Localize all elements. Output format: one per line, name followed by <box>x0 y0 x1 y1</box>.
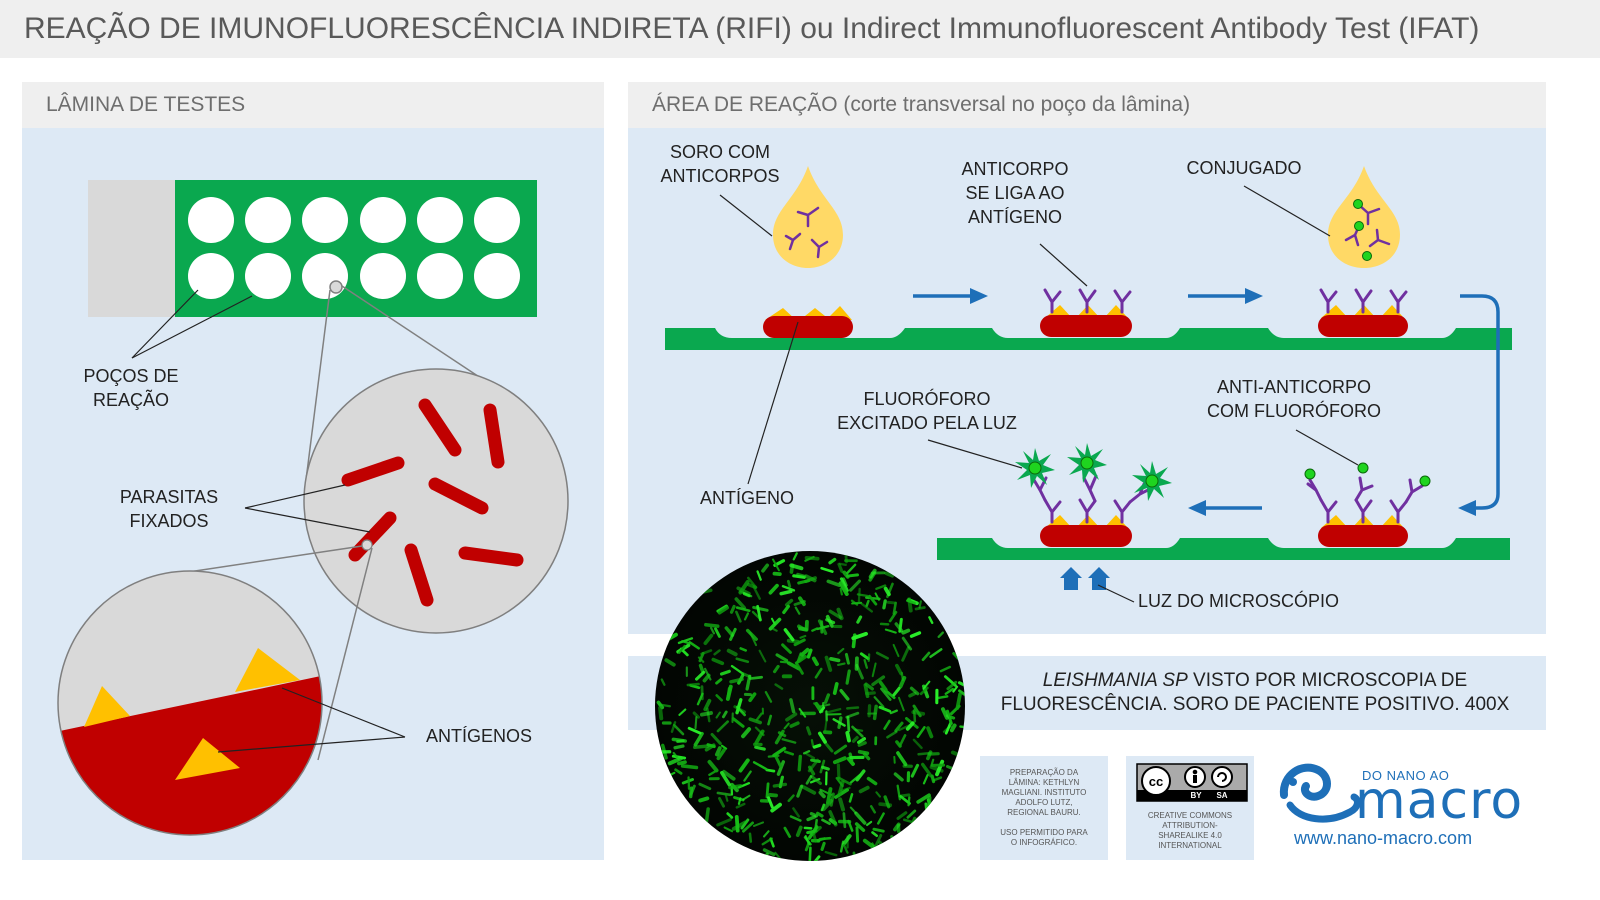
parasites <box>341 398 524 607</box>
anti-antibody-label: ANTI-ANTICORPO COM FLUORÓFORO <box>1207 377 1381 421</box>
antigen-zoom-circle-outline <box>57 570 323 836</box>
antigen-leader-line <box>747 321 799 485</box>
reaction-area-header-title: ÁREA DE REAÇÃO <box>652 93 838 116</box>
antigen-well-1 <box>763 306 853 338</box>
reaction-area-header-sub: (corte transversal no poço da lâmina) <box>837 93 1191 116</box>
bound-antibodies-well-3 <box>1319 288 1408 314</box>
micrograph-caption-species: LEISHMANIA SP <box>1042 670 1188 691</box>
fluorophore-leader-line <box>927 439 1023 469</box>
zoom-point-parasite <box>361 539 373 551</box>
slide-cross-section-top <box>665 328 1512 350</box>
step-arrow-bottom <box>1188 500 1262 516</box>
antigen-label: ANTÍGENO <box>699 488 794 508</box>
antigen-zoom-circle <box>58 571 322 835</box>
microscope-light-label: LUZ DO MICROSCÓPIO <box>1138 591 1340 611</box>
svg-text:cc: cc <box>1149 774 1163 789</box>
antigens-label: ANTÍGENOS <box>425 726 532 746</box>
title-bar: REAÇÃO DE IMUNOFLUORESCÊNCIA INDIRETA (R… <box>0 0 1600 58</box>
step-arrow-curve <box>1460 294 1500 510</box>
step-arrow-curve-head <box>1458 500 1476 516</box>
zoom-lines-2 <box>174 545 373 761</box>
antibodies-well-5 <box>1306 476 1424 524</box>
bound-antibodies-well-2 <box>1043 288 1132 314</box>
license-text: CREATIVE COMMONS ATTRIBUTION- SHAREALIKE… <box>1147 811 1233 850</box>
slide-green-area <box>175 180 537 317</box>
cc-sa-label: SA <box>1216 791 1228 800</box>
conjugate-label: CONJUGADO <box>1186 158 1302 178</box>
conjugate-drop <box>1328 166 1400 268</box>
antigens-leader-lines <box>217 687 406 753</box>
test-slide-header: LÂMINA DE TESTES <box>22 82 604 128</box>
antibodies-well-4 <box>1032 474 1152 524</box>
logo-wordmark: macro <box>1355 771 1524 831</box>
anti-antibody-leader-line <box>1295 429 1359 466</box>
parasites-leader-lines <box>244 484 371 533</box>
micrograph-caption-text: VISTO POR MICROSCOPIA DE FLUORESCÊNCIA. … <box>1000 670 1510 715</box>
nano-macro-logo-icon <box>1279 763 1361 823</box>
page-title: REAÇÃO DE IMUNOFLUORESCÊNCIA INDIRETA (R… <box>24 12 1480 45</box>
microscope-light-arrows <box>1060 567 1110 590</box>
wells-leader-lines <box>131 289 253 359</box>
serum-label: SORO COM ANTICORPOS <box>660 142 780 186</box>
fluorescence-micrograph <box>656 552 965 861</box>
logo-tagline: DO NANO AO <box>1362 768 1450 783</box>
zoom-point-well <box>329 280 343 294</box>
parasites-zoom-circle <box>303 368 569 634</box>
wells-label: POÇOS DE REAÇÃO <box>83 366 179 410</box>
light-leader-line <box>1097 584 1135 603</box>
excited-fluorophores <box>1015 443 1172 501</box>
conjugate-leader-line <box>1243 185 1331 237</box>
slide-credit-text: PREPARAÇÃO DA LÂMINA: KETHLYN MAGLIANI. … <box>1000 768 1088 847</box>
serum-leader-line <box>719 194 773 237</box>
cc-license-badge: cc <box>1136 763 1248 802</box>
antigen-well-4 <box>1040 515 1132 547</box>
fluorophore-excited-label: FLUORÓFORO EXCITADO PELA LUZ <box>837 389 1017 433</box>
parasites-label: PARASITAS FIXADOS <box>119 487 219 531</box>
slide-cross-section-bottom <box>937 538 1510 560</box>
step-arrows-top <box>913 288 1263 304</box>
fluorophores-well-5 <box>1304 462 1431 487</box>
slide-frosted-end <box>88 180 178 317</box>
logo-url: www.nano-macro.com <box>1294 828 1473 848</box>
binding-leader-line <box>1039 243 1088 287</box>
cc-by-label: BY <box>1190 791 1202 800</box>
reaction-area-header: ÁREA DE REAÇÃO (corte transversal no poç… <box>628 82 1546 128</box>
serum-drop <box>773 166 843 268</box>
binding-label: ANTICORPO SE LIGA AO ANTÍGENO <box>961 159 1069 227</box>
credit-box <box>980 756 1108 860</box>
antigen-well-3 <box>1318 305 1408 337</box>
micrograph-caption: LEISHMANIA SP VISTO POR MICROSCOPIA DE F… <box>975 669 1535 717</box>
